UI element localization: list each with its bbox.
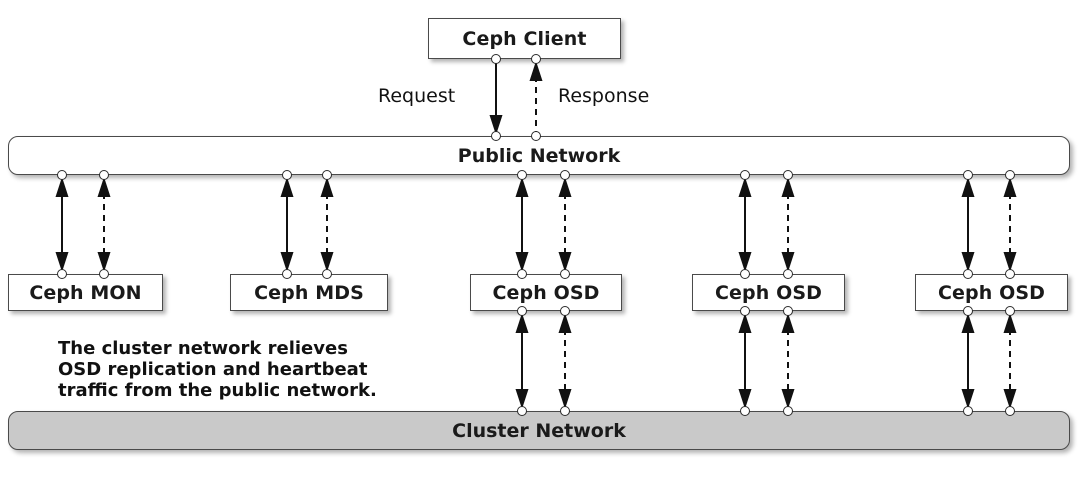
- port-public-bottom-osd2-b: [783, 170, 793, 180]
- port-osd2-top-a: [740, 269, 750, 279]
- port-client-request: [491, 54, 501, 64]
- port-public-bottom-osd1-b: [560, 170, 570, 180]
- port-osd1-bottom-a: [517, 306, 527, 316]
- port-mon-top-a: [57, 269, 67, 279]
- port-osd3-bottom-a: [963, 306, 973, 316]
- node-label: Ceph MDS: [254, 281, 364, 304]
- arrow-public-osd2-solid: [735, 175, 755, 274]
- cluster-network-bar[interactable]: Cluster Network: [8, 411, 1070, 450]
- port-public-bottom-osd3-a: [963, 170, 973, 180]
- arrow-public-osd2-dashed: [778, 175, 798, 274]
- port-cluster-osd1-b: [560, 406, 570, 416]
- port-public-bottom-osd2-a: [740, 170, 750, 180]
- arrow-public-osd1-dashed: [555, 175, 575, 274]
- node-ceph-osd-3[interactable]: Ceph OSD: [915, 274, 1068, 311]
- arrow-cluster-osd2-dashed: [778, 311, 798, 411]
- port-public-bottom-mon-b: [99, 170, 109, 180]
- arrow-response-public-to-client: [526, 59, 546, 137]
- port-osd3-top-a: [963, 269, 973, 279]
- port-mon-top-b: [99, 269, 109, 279]
- arrow-cluster-osd1-solid: [512, 311, 532, 411]
- label-response: Response: [558, 85, 650, 107]
- port-public-top-request: [491, 131, 501, 141]
- port-osd2-top-b: [783, 269, 793, 279]
- port-public-bottom-mds-a: [282, 170, 292, 180]
- port-cluster-osd3-b: [1005, 406, 1015, 416]
- arrow-request-client-to-public: [486, 59, 506, 137]
- port-mds-top-a: [282, 269, 292, 279]
- label-request: Request: [378, 85, 456, 107]
- node-label: Ceph Client: [462, 27, 587, 50]
- port-osd1-top-b: [560, 269, 570, 279]
- port-osd3-top-b: [1005, 269, 1015, 279]
- port-cluster-osd2-b: [783, 406, 793, 416]
- cluster-network-label: Cluster Network: [452, 419, 626, 442]
- port-cluster-osd3-a: [963, 406, 973, 416]
- port-public-bottom-mds-b: [322, 170, 332, 180]
- node-ceph-client[interactable]: Ceph Client: [428, 18, 621, 59]
- port-osd2-bottom-a: [740, 306, 750, 316]
- arrow-cluster-osd3-solid: [958, 311, 978, 411]
- port-public-bottom-mon-a: [57, 170, 67, 180]
- arrow-public-osd3-dashed: [1000, 175, 1020, 274]
- port-client-response: [531, 54, 541, 64]
- arrow-public-osd1-solid: [512, 175, 532, 274]
- node-ceph-osd-2[interactable]: Ceph OSD: [692, 274, 845, 311]
- port-public-bottom-osd3-b: [1005, 170, 1015, 180]
- node-ceph-mon[interactable]: Ceph MON: [8, 274, 163, 311]
- port-cluster-osd1-a: [517, 406, 527, 416]
- arrow-cluster-osd3-dashed: [1000, 311, 1020, 411]
- port-osd1-top-a: [517, 269, 527, 279]
- arrow-public-mon-dashed: [94, 175, 114, 274]
- port-osd3-bottom-b: [1005, 306, 1015, 316]
- port-public-top-response: [531, 131, 541, 141]
- arrow-public-osd3-solid: [958, 175, 978, 274]
- arrow-public-mon-solid: [52, 175, 72, 274]
- port-osd1-bottom-b: [560, 306, 570, 316]
- cluster-network-note: The cluster network relieves OSD replica…: [58, 338, 377, 402]
- node-ceph-osd-1[interactable]: Ceph OSD: [470, 274, 622, 311]
- port-mds-top-b: [322, 269, 332, 279]
- arrow-public-mds-solid: [277, 175, 297, 274]
- node-label: Ceph OSD: [715, 281, 822, 304]
- node-label: Ceph MON: [29, 281, 142, 304]
- public-network-label: Public Network: [457, 144, 621, 167]
- port-cluster-osd2-a: [740, 406, 750, 416]
- arrow-public-mds-dashed: [317, 175, 337, 274]
- node-ceph-mds[interactable]: Ceph MDS: [230, 274, 388, 311]
- public-network-bar[interactable]: Public Network: [8, 136, 1070, 175]
- arrow-cluster-osd1-dashed: [555, 311, 575, 411]
- port-osd2-bottom-b: [783, 306, 793, 316]
- node-label: Ceph OSD: [492, 281, 600, 304]
- port-public-bottom-osd1-a: [517, 170, 527, 180]
- node-label: Ceph OSD: [938, 281, 1045, 304]
- arrow-cluster-osd2-solid: [735, 311, 755, 411]
